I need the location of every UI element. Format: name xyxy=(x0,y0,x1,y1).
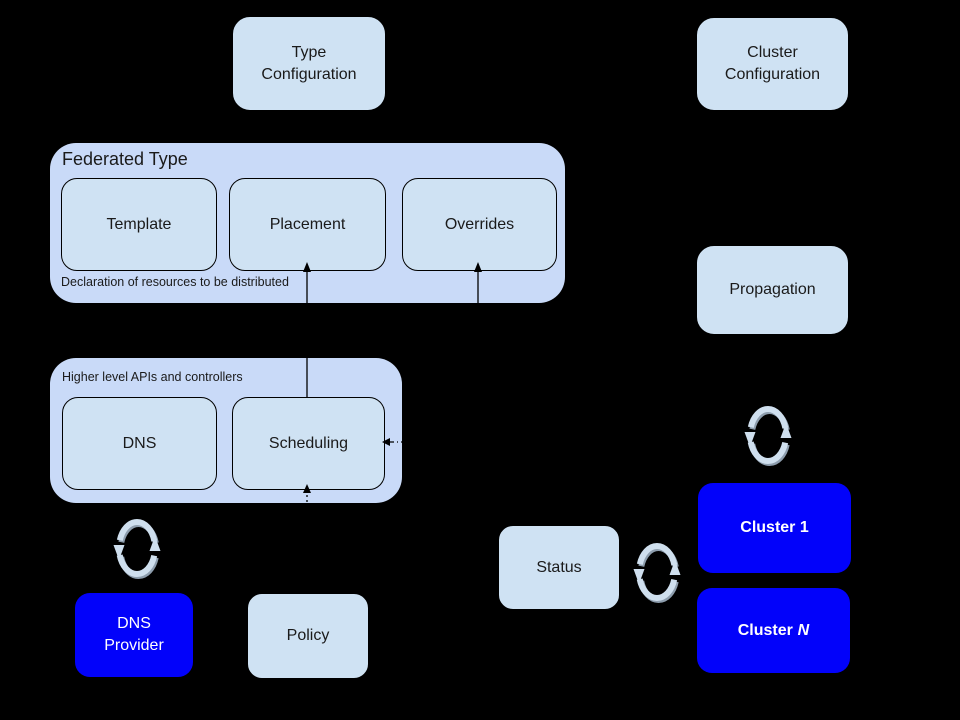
node-status: Status xyxy=(498,525,620,610)
node-propagation: Propagation xyxy=(696,245,849,335)
node-placement: Placement xyxy=(229,178,386,271)
sync-icon xyxy=(744,406,792,466)
federated-type-caption: Declaration of resources to be distribut… xyxy=(61,275,289,289)
federated-type-title: Federated Type xyxy=(62,149,188,169)
node-policy: Policy xyxy=(247,593,369,679)
sync-icon xyxy=(633,543,681,603)
node-overrides: Overrides xyxy=(402,178,557,271)
node-template: Template xyxy=(61,178,217,271)
node-scheduling: Scheduling xyxy=(232,397,385,490)
node-cluster-configuration: Cluster Configuration xyxy=(696,17,849,111)
node-dns: DNS xyxy=(62,397,217,490)
node-dns-provider: DNS Provider xyxy=(75,593,193,677)
higher-apis-title: Higher level APIs and controllers xyxy=(62,370,243,384)
cluster-n-suffix: N xyxy=(797,621,810,639)
sync-icon xyxy=(113,519,161,579)
group-higher-apis: Higher level APIs and controllers DNS Sc… xyxy=(50,358,402,503)
node-cluster-1: Cluster 1 xyxy=(698,483,851,573)
node-type-configuration: Type Configuration xyxy=(232,16,386,111)
group-federated-type: Federated Type Template Placement Overri… xyxy=(50,143,565,303)
cluster-n-prefix: Cluster xyxy=(737,621,793,639)
